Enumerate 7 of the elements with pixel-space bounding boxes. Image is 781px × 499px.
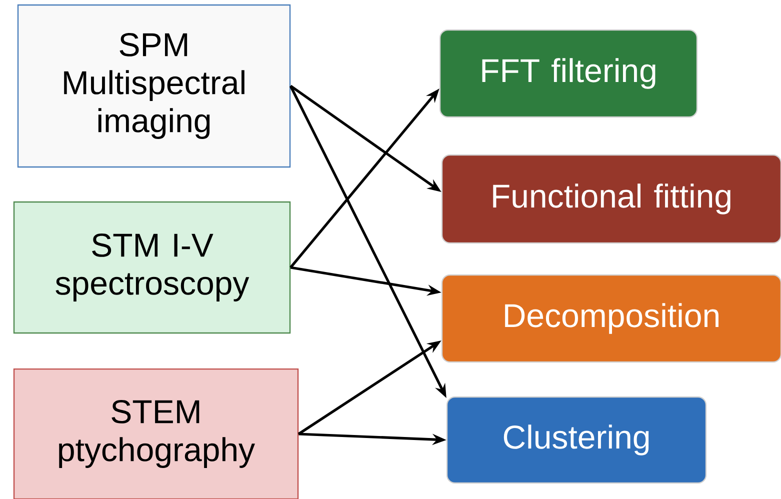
data-source-box: SPM Multispectral imaging — [17, 4, 291, 168]
method-box: FFT filtering — [439, 29, 698, 118]
data-source-box: STM I-V spectroscopy — [13, 201, 291, 334]
method-box: Decomposition — [441, 274, 781, 363]
data-source-box: STEM ptychography — [13, 368, 299, 499]
method-box: Clustering — [446, 396, 707, 484]
method-box: Functional fitting — [441, 154, 781, 244]
